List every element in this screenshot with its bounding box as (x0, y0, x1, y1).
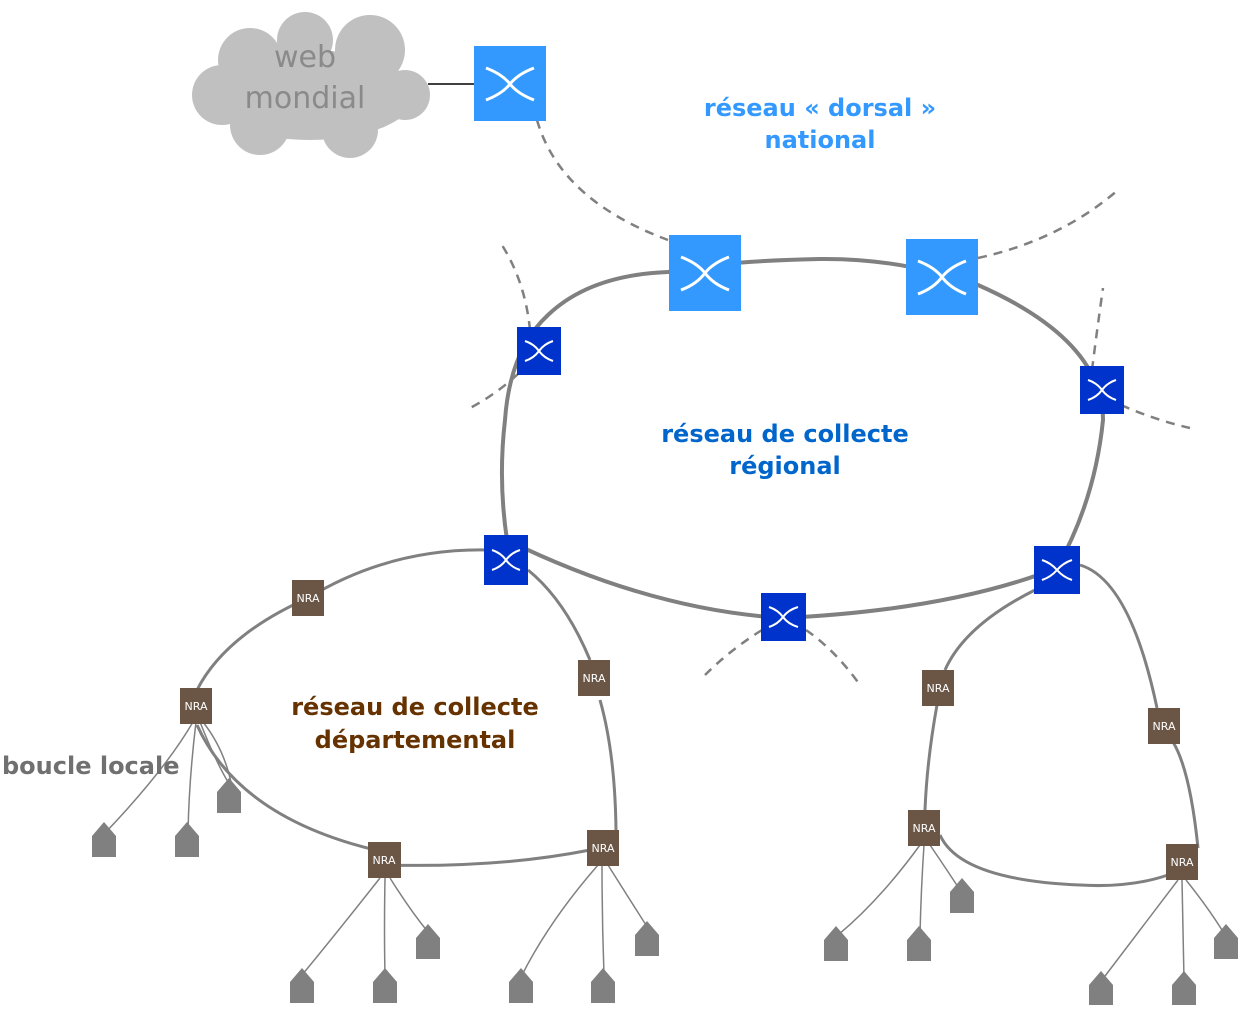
label-dorsal-line2: national (764, 126, 876, 154)
house-icon (591, 968, 615, 1003)
house-icon (1089, 971, 1113, 1005)
nra-node: NRA (180, 688, 212, 724)
nra-node: NRA (292, 580, 324, 616)
label-departemental-line1: réseau de collecte (291, 693, 539, 721)
house-icon (217, 778, 241, 813)
house-icon (907, 926, 931, 961)
cloud-web-mondial: web mondial (192, 12, 430, 158)
nra-node: NRA (1166, 844, 1198, 880)
nra-label: NRA (297, 592, 320, 605)
label-boucle-locale: boucle locale (2, 752, 180, 780)
nra-node: NRA (578, 660, 610, 696)
departemental-links-right (923, 563, 1200, 888)
label-departemental: réseau de collecte départemental (250, 691, 580, 757)
house-icon (1172, 971, 1196, 1005)
house-icon (175, 822, 199, 857)
router-icon (906, 239, 978, 315)
departemental-links-left (195, 548, 618, 867)
nra-label: NRA (913, 822, 936, 835)
houses (92, 778, 1238, 1005)
nra-label: NRA (185, 700, 208, 713)
label-regional: réseau de collecte régional (620, 418, 950, 482)
router-icon (669, 235, 741, 311)
nra-node: NRA (908, 810, 940, 846)
nra-label: NRA (592, 842, 615, 855)
boucle-locale-links (104, 721, 1226, 981)
nra-label: NRA (927, 682, 950, 695)
nra-label: NRA (373, 854, 396, 867)
nra-node: NRA (587, 830, 619, 866)
cloud-label-mondial: mondial (245, 81, 366, 116)
dorsal-routers (474, 46, 978, 315)
nra-nodes: NRA NRA NRA NRA NRA NRA (180, 580, 1198, 880)
cloud-label-web: web (274, 40, 336, 75)
nra-node: NRA (368, 842, 401, 878)
router-icon (474, 46, 546, 121)
nra-node: NRA (922, 670, 954, 706)
label-regional-line1: réseau de collecte (661, 420, 909, 448)
regional-routers (484, 327, 1124, 641)
house-icon (950, 878, 974, 913)
nra-label: NRA (1171, 856, 1194, 869)
dorsal-dashed-links (469, 119, 1191, 686)
label-departemental-line2: départemental (314, 726, 516, 754)
router-icon (1080, 366, 1124, 414)
router-icon (1034, 546, 1080, 594)
nra-node: NRA (1148, 708, 1180, 744)
house-icon (373, 968, 397, 1003)
house-icon (290, 968, 314, 1003)
house-icon (92, 822, 116, 857)
label-dorsal: réseau « dorsal » national (660, 92, 980, 156)
router-icon (761, 593, 806, 641)
house-icon (635, 921, 659, 956)
router-icon (517, 327, 561, 375)
nra-label: NRA (583, 672, 606, 685)
nra-label: NRA (1153, 720, 1176, 733)
house-icon (416, 924, 440, 959)
label-dorsal-line1: réseau « dorsal » (703, 94, 937, 122)
house-icon (824, 926, 848, 961)
router-icon (484, 535, 528, 585)
label-regional-line2: régional (729, 452, 841, 480)
house-icon (1214, 924, 1238, 959)
house-icon (509, 968, 533, 1003)
